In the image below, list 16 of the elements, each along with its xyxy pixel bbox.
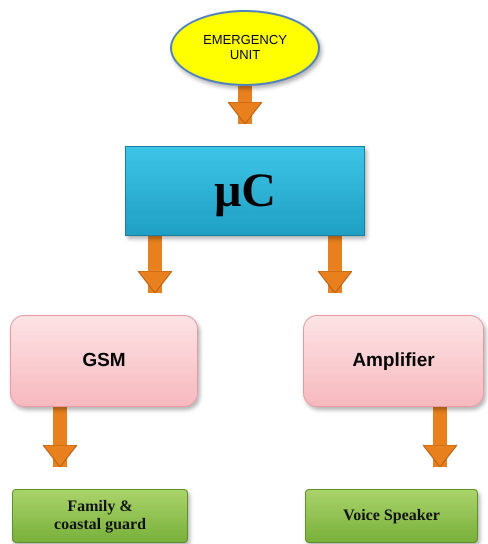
process-box (10, 315, 198, 407)
output-box (305, 489, 478, 543)
node-label: Amplifier (352, 350, 435, 372)
node-label: GSM (82, 350, 126, 372)
process-box (303, 315, 484, 407)
arrow (422, 407, 458, 468)
node-label: Family & coastal guard (53, 498, 147, 534)
node-label: EMERGENCY UNIT (202, 33, 288, 63)
node-label: Voice Speaker (343, 506, 440, 526)
node-label: μC (214, 163, 276, 219)
arrow (138, 236, 172, 294)
process-box (125, 146, 365, 236)
output-box (12, 489, 188, 543)
arrow (228, 86, 262, 124)
arrow (42, 407, 78, 468)
arrow (318, 236, 352, 294)
